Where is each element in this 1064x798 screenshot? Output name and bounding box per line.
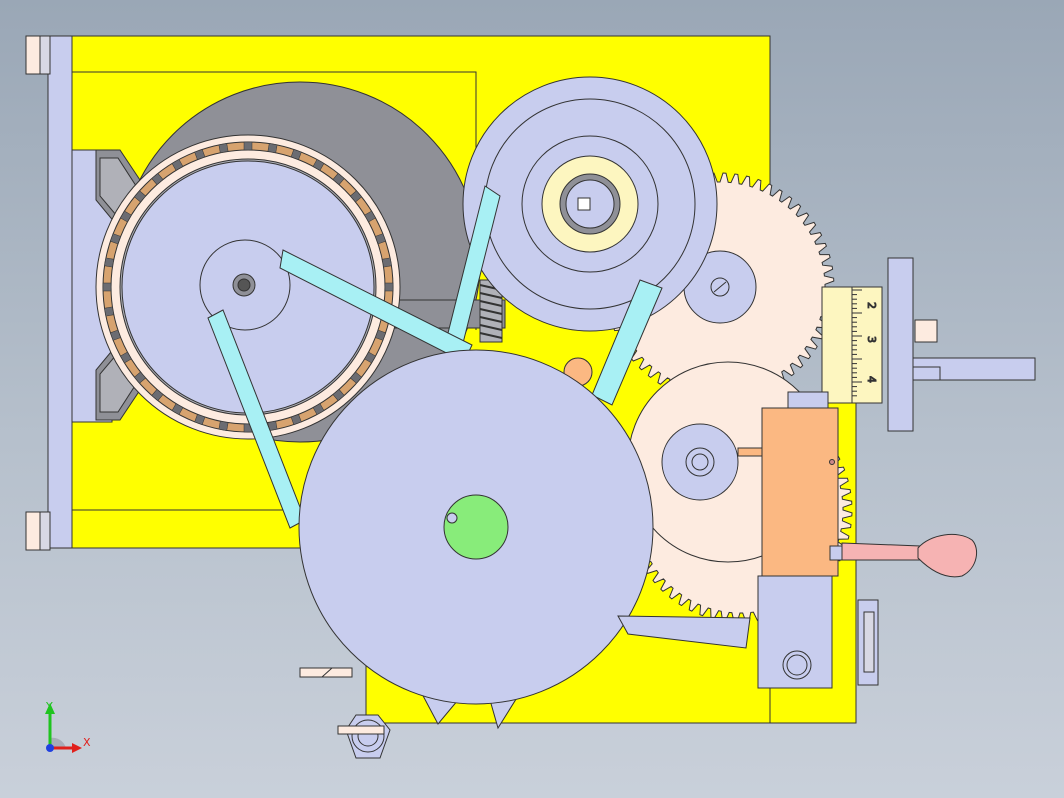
commutator-segment (151, 389, 164, 401)
dowel-pin (299, 667, 353, 678)
spring-coil (479, 332, 503, 339)
spindle-pulley (462, 76, 718, 332)
feed-dial: 2 3 4 (821, 257, 1036, 432)
commutator-segment (194, 414, 206, 425)
dial-label-2: 2 (865, 302, 878, 309)
belt-upper-right (591, 279, 663, 406)
commutator-segment (102, 282, 112, 292)
spring-coil (479, 300, 503, 307)
commutator-segment (134, 371, 146, 384)
commutator-segment (171, 403, 184, 415)
commutator-segment (384, 282, 394, 292)
commutator-segment (381, 257, 392, 268)
spring-coil (479, 308, 503, 315)
z-axis-dot (46, 744, 54, 752)
commutator-segment (120, 210, 132, 223)
commutator-segment (350, 371, 362, 384)
commutator-segment (134, 190, 146, 203)
commutator-segment (110, 233, 121, 245)
gearbox (757, 391, 879, 689)
commutator-segment (350, 190, 362, 203)
support-arm (617, 615, 751, 649)
drive-belts (207, 185, 663, 529)
dial-label-4: 4 (865, 376, 878, 383)
spring-coil (479, 324, 503, 331)
commutator-segment (375, 233, 386, 245)
commutator-segment (332, 389, 345, 401)
commutator-segment (290, 149, 302, 160)
commutator-segment (375, 329, 386, 341)
commutator-segment (104, 306, 115, 317)
commutator-segment (104, 257, 115, 268)
commutator-segment (194, 149, 206, 160)
commutator-segment (151, 173, 164, 185)
commutator-segment (243, 141, 253, 151)
commutator-segment (110, 329, 121, 341)
spring-coil (479, 316, 503, 323)
commutator-segment (267, 143, 278, 154)
motor (95, 134, 401, 440)
commutator-segment (312, 159, 325, 171)
dial-flange (887, 257, 914, 432)
axis-x-label: X (83, 736, 91, 749)
commutator-segment (290, 414, 302, 425)
axis-triad: Y X (45, 700, 91, 753)
spring-coil (479, 292, 503, 299)
axis-y-label: Y (45, 700, 53, 713)
commutator-segment (120, 351, 132, 364)
misc-hardware (299, 667, 391, 759)
dial-label-3: 3 (865, 336, 878, 343)
commutator-segments (102, 141, 394, 433)
lever-handle[interactable] (829, 533, 978, 578)
commutator-segment (364, 210, 376, 223)
commutator-segment (171, 159, 184, 171)
commutator-segment (218, 420, 229, 431)
commutator-segment (312, 403, 325, 415)
commutator-segment (332, 173, 345, 185)
commutator-segment (218, 143, 229, 154)
orange-block (761, 407, 839, 577)
green-hub (443, 494, 509, 560)
main-drive-pulley (298, 349, 654, 730)
commutator-segment (364, 351, 376, 364)
